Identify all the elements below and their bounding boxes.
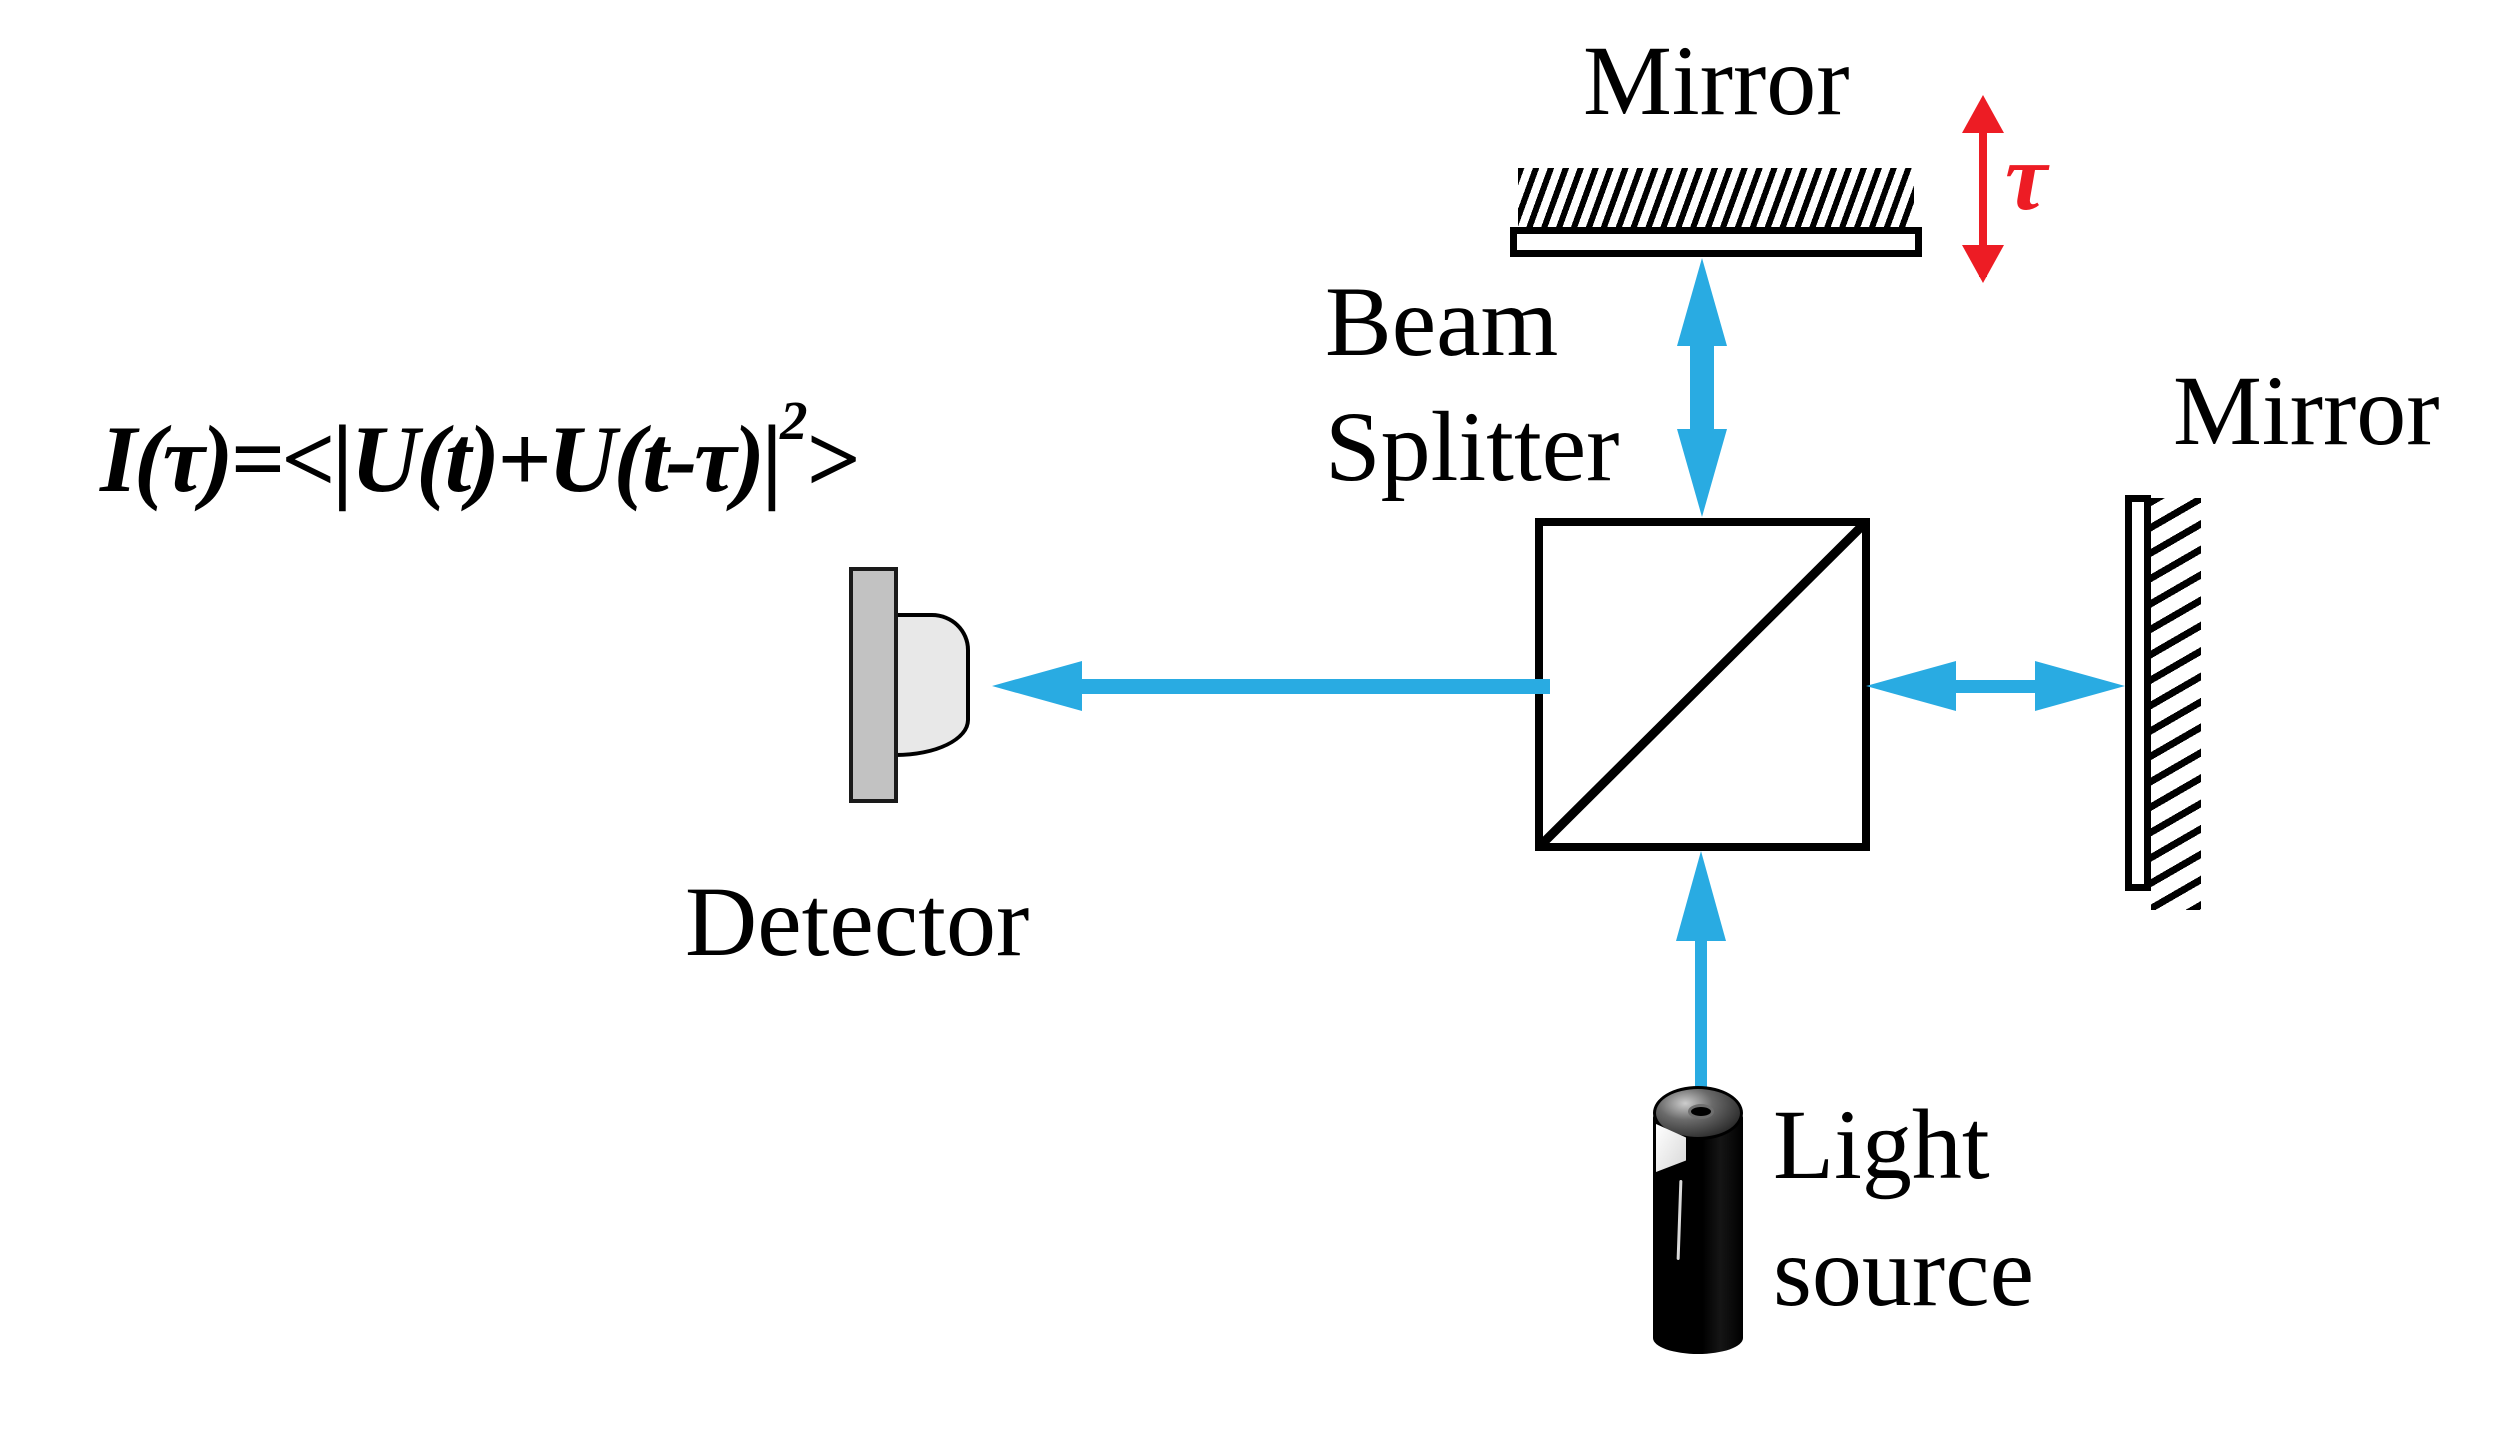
formula-close: > [804, 406, 859, 512]
mirror-right-bar [2125, 495, 2151, 891]
mirror-right-label: Mirror [2173, 355, 2440, 466]
detector-beam-shaft [1080, 679, 1550, 694]
delay-arrow-shaft [1979, 127, 1987, 277]
delay-tau-label: τ [2005, 124, 2048, 230]
beam-splitter-label: Beam Splitter [1325, 266, 1620, 502]
formula-main: I(τ)=<|U(t)+U(t-τ)| [100, 406, 783, 512]
horizontal-double-arrow-left-head [1866, 661, 1956, 711]
mirror-top-hatching [1518, 168, 1914, 227]
detector-beam-arrowhead [992, 661, 1082, 711]
mirror-right-hatching [2151, 498, 2201, 910]
light-source-aperture [1688, 1104, 1714, 1119]
horizontal-double-arrow-right-head [2035, 661, 2125, 711]
detector-label: Detector [685, 866, 1030, 977]
formula-superscript: 2 [780, 390, 807, 451]
delay-arrow-down-head [1962, 245, 2004, 283]
vertical-double-arrow-down-head [1677, 429, 1727, 517]
vertical-double-arrow-shaft [1690, 340, 1714, 435]
vertical-double-arrow-up-head [1677, 258, 1727, 346]
delay-arrow-up-head [1962, 95, 2004, 133]
detector-plate [849, 567, 898, 803]
horizontal-double-arrow-shaft [1950, 680, 2042, 693]
detector-dome [896, 613, 970, 757]
beam-splitter-diagonal [1538, 521, 1867, 848]
mirror-top-bar [1510, 227, 1922, 257]
source-beam-arrowhead [1676, 851, 1726, 941]
mirror-top-label: Mirror [1583, 25, 1850, 136]
light-source-label: Light source [1773, 1089, 2034, 1327]
source-beam-shaft [1695, 935, 1707, 1110]
intensity-formula: I(τ)=<|U(t)+U(t-τ)|2> [100, 393, 859, 507]
